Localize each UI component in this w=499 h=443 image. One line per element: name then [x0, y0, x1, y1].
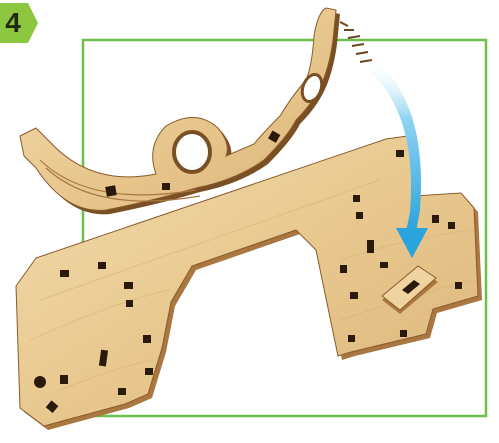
base-hole — [34, 376, 46, 388]
ridged-tip — [340, 22, 372, 62]
step-number: 4 — [0, 3, 26, 43]
step-badge: 4 — [0, 3, 40, 43]
